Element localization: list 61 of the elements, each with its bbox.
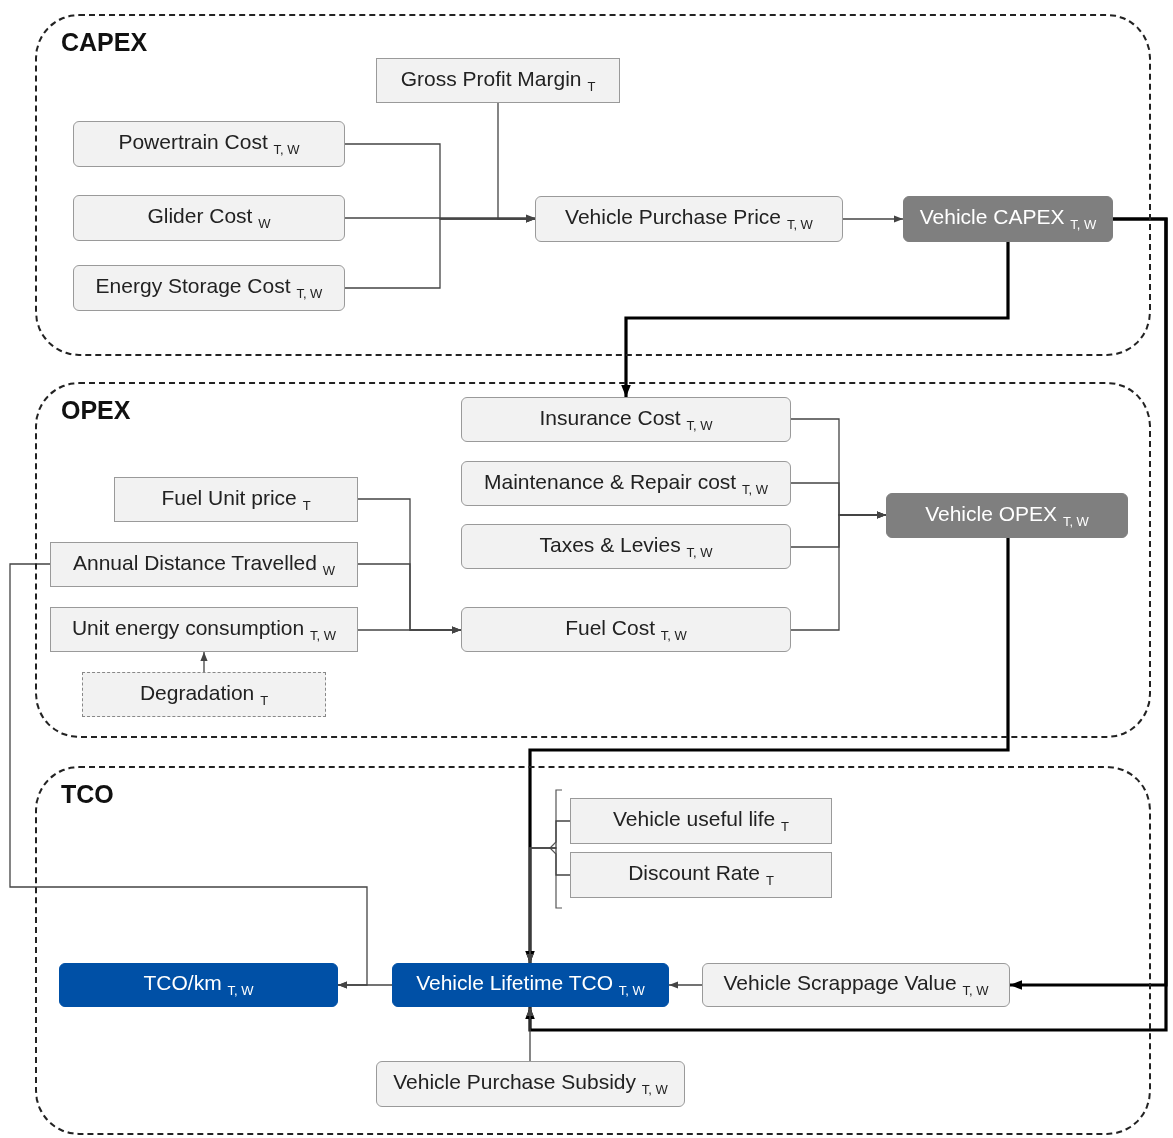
arrow	[497, 102, 536, 223]
result-box	[903, 196, 1113, 242]
box-label: Gross Profit Margin $_{T}$	[400, 66, 596, 95]
input-box	[376, 58, 620, 103]
process-box	[73, 121, 345, 167]
box-label: Fuel Cost $_{T, W}$	[565, 615, 687, 644]
arrow	[842, 215, 904, 223]
input-box	[50, 607, 358, 652]
box-label: Maintenance & Repair cost $_{T, W}$	[484, 469, 768, 498]
box-label: Vehicle OPEX $_{T, W}$	[925, 501, 1089, 530]
box-label: Vehicle Purchase Price $_{T, W}$	[565, 205, 813, 233]
input-box	[114, 477, 358, 522]
arrow	[525, 217, 1168, 1032]
box-label: Degradation $_{T}$	[139, 680, 269, 709]
arrow	[526, 1006, 534, 1062]
section-title: CAPEX	[61, 28, 148, 57]
process-box	[461, 461, 791, 506]
box-label: Discount Rate $_{T}$	[628, 861, 774, 889]
section-panel	[35, 14, 1151, 356]
box-label: Vehicle CAPEX $_{T, W}$	[919, 205, 1097, 233]
arrow	[525, 538, 1010, 963]
arrow	[344, 214, 536, 222]
section-panel	[35, 766, 1151, 1135]
box-label: Taxes & Levies $_{T, W}$	[539, 532, 713, 561]
process-box	[376, 1061, 685, 1107]
box-label: Powertrain Cost $_{T, W}$	[118, 130, 300, 158]
process-box	[461, 524, 791, 569]
box-label: Vehicle useful life $_{T}$	[612, 807, 790, 835]
box-label: Fuel Unit price $_{T}$	[161, 485, 311, 514]
arrow	[200, 651, 208, 673]
arrow	[621, 242, 1010, 397]
input-box	[50, 542, 358, 587]
input-box	[82, 672, 326, 717]
arrow	[526, 847, 571, 964]
box-label: Unit energy consumption $_{T, W}$	[71, 615, 337, 644]
process-box	[73, 265, 345, 311]
box-label: Vehicle Scrappage Value $_{T, W}$	[723, 971, 989, 999]
box-label: Glider Cost $_{W}$	[147, 204, 271, 232]
box-label: Insurance Cost $_{T, W}$	[539, 405, 713, 434]
output-box	[392, 963, 669, 1007]
input-box	[570, 852, 832, 898]
box-label: Vehicle Lifetime TCO $_{T, W}$	[416, 971, 645, 999]
arrow	[668, 981, 703, 989]
section-title: OPEX	[61, 396, 131, 425]
section-title: TCO	[61, 780, 114, 809]
box-label: Energy Storage Cost $_{T, W}$	[95, 274, 323, 302]
box-label: Vehicle Purchase Subsidy $_{T, W}$	[393, 1070, 668, 1098]
process-box	[535, 196, 843, 242]
arrow	[9, 563, 368, 989]
arrow	[357, 626, 462, 634]
process-box	[702, 963, 1010, 1007]
process-box	[461, 607, 791, 652]
process-box	[461, 397, 791, 442]
input-box	[570, 798, 832, 844]
arrow	[790, 511, 887, 631]
process-box	[73, 195, 345, 241]
output-box	[59, 963, 338, 1007]
section-panel	[35, 382, 1151, 738]
result-box	[886, 493, 1128, 538]
box-label: Annual Distance Travelled $_{W}$	[72, 550, 336, 579]
box-label: TCO/km $_{T, W}$	[143, 971, 254, 999]
